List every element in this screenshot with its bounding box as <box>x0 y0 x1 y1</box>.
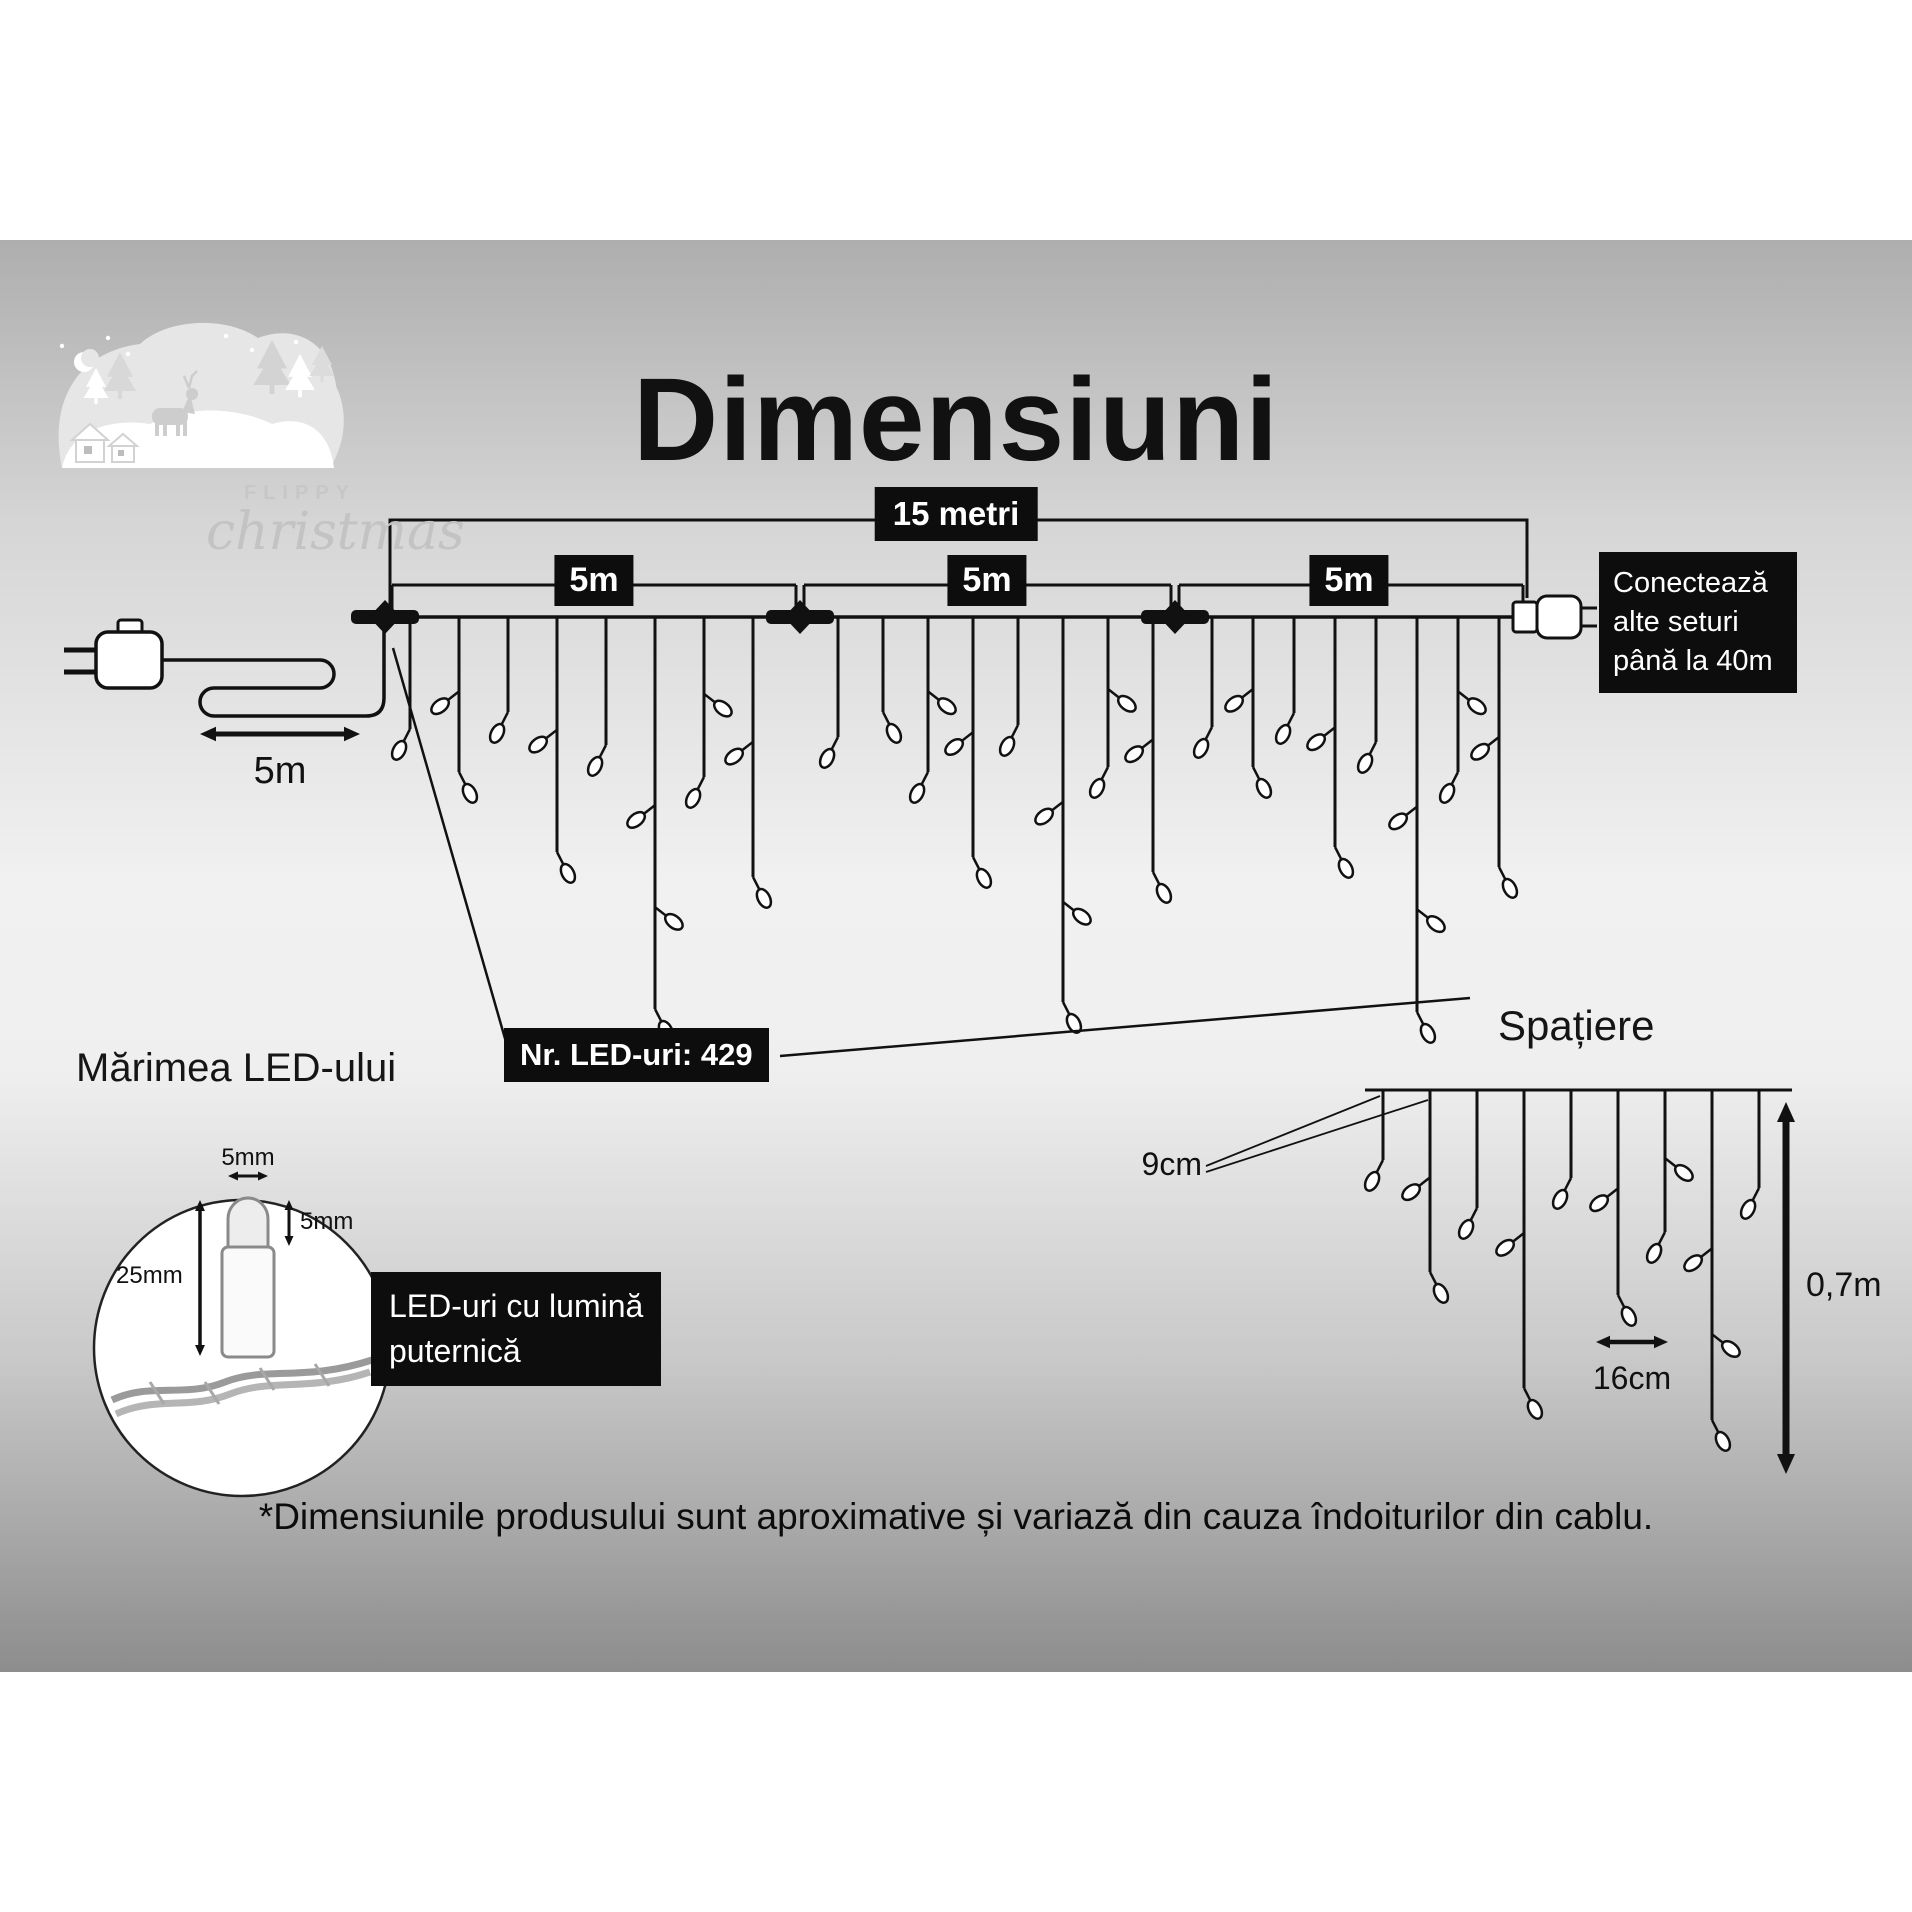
connect-note-box: Conectează alte seturi până la 40m <box>1599 552 1797 694</box>
connect-note-line: Conectează <box>1613 567 1768 599</box>
lead-length-label: 5m <box>253 750 307 792</box>
led-gap-label: 16cm <box>1592 1360 1672 1396</box>
led-width-label: 5mm <box>221 1144 275 1171</box>
segment-box-2: 5m <box>947 555 1027 606</box>
logo-brand-text: FLIPPY <box>244 482 357 504</box>
led-height-label: 5mm <box>300 1208 354 1235</box>
segment-box-1: 5m <box>554 555 634 606</box>
spacing-title: Spațiere <box>1498 1002 1655 1049</box>
connect-note-line: alte seturi <box>1613 606 1739 639</box>
drop-height-label: 0,7m <box>1806 1266 1882 1304</box>
segment-box-3: 5m <box>1309 555 1389 606</box>
led-length-label: 25mm <box>116 1262 183 1289</box>
total-length-box: 15 metri <box>874 487 1038 541</box>
led-note-line: puternică <box>389 1332 521 1369</box>
page-title: Dimensiuni <box>633 354 1279 486</box>
led-size-title: Mărimea LED-ului <box>76 1046 397 1090</box>
led-note-box: LED-uri cu lumină puternică <box>371 1272 662 1386</box>
drop-gap-label: 9cm <box>1141 1146 1202 1182</box>
led-count-box: Nr. LED-uri: 429 <box>504 1028 769 1082</box>
logo-script-text: christmas <box>206 502 465 562</box>
disclaimer-text: *Dimensiunile produsului sunt aproximati… <box>258 1496 1654 1537</box>
connect-note-line: până la 40m <box>1613 645 1773 678</box>
led-note-line: LED-uri cu lumină <box>389 1288 644 1324</box>
